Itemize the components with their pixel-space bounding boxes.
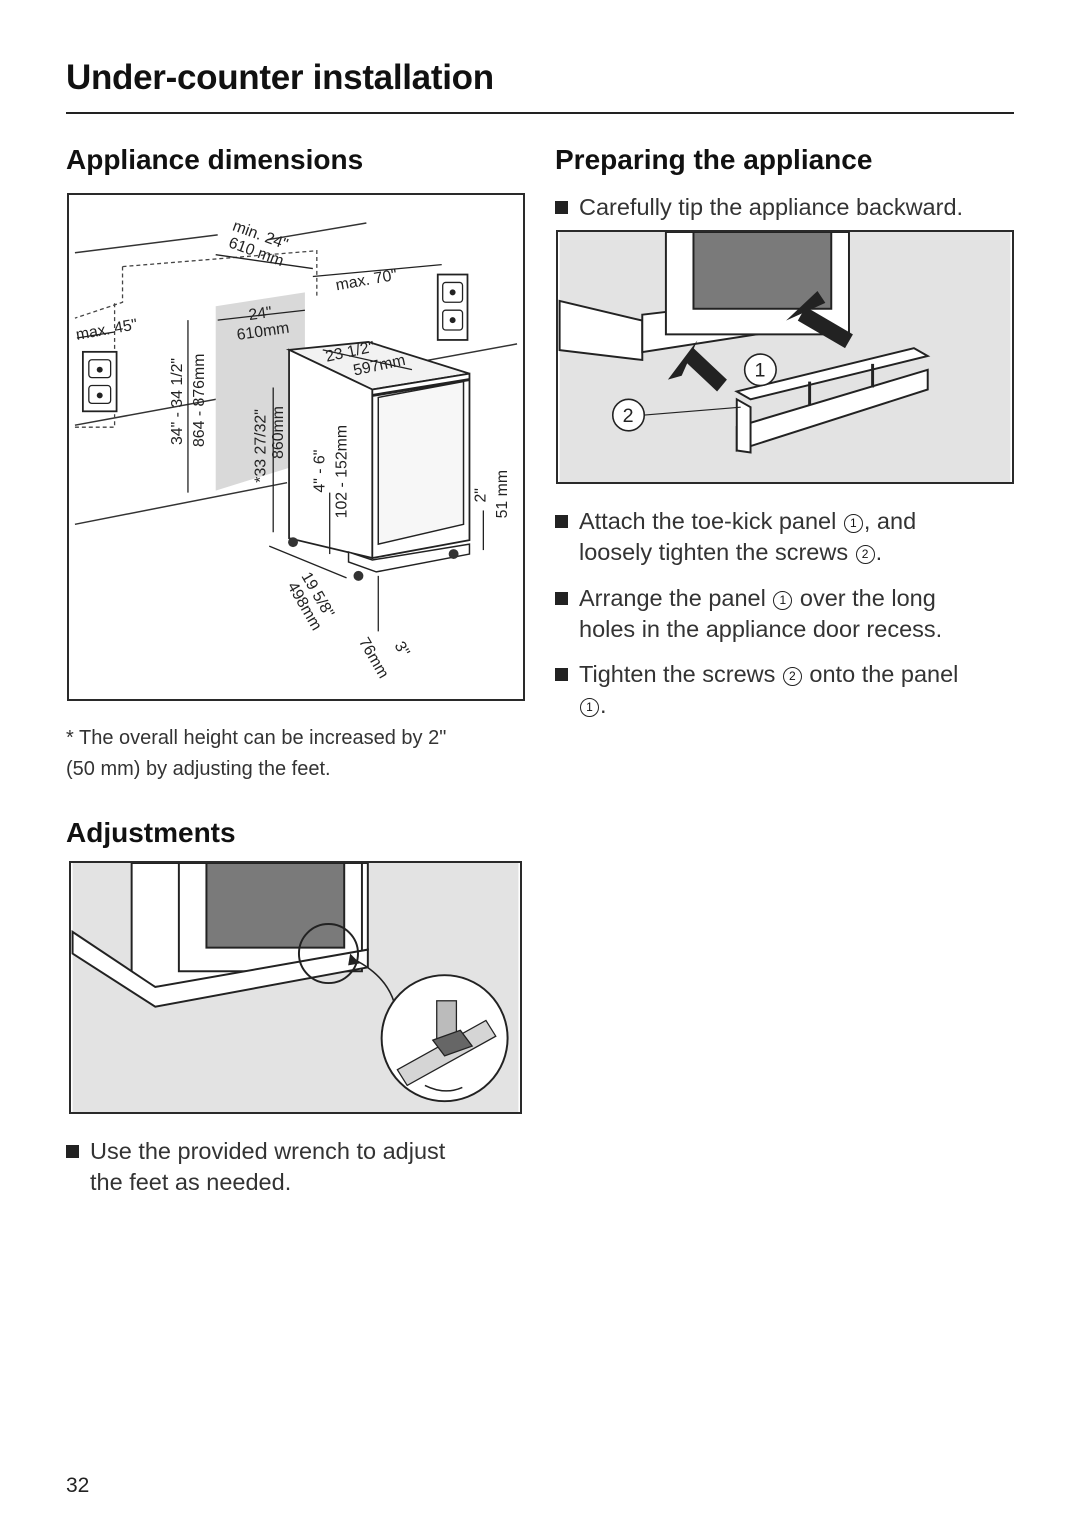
- kick-mm-label: 76mm: [355, 635, 392, 682]
- page-title: Under-counter installation: [66, 58, 494, 97]
- feet-in-label: 2": [472, 488, 489, 502]
- plinth-mm-label: 102 - 152mm: [334, 425, 351, 518]
- feet-mm-label: 51 mm: [494, 470, 511, 518]
- height-footnote: * The overall height can be increased by…: [66, 727, 447, 780]
- preparing-heading: Preparing the appliance: [555, 144, 873, 175]
- page-number: 32: [66, 1474, 90, 1497]
- wall-outlet-left-icon: [81, 350, 118, 413]
- callout-1-icon: 1: [843, 514, 863, 533]
- bullet-square-icon: [555, 592, 568, 605]
- adjustments-figure: [69, 861, 522, 1114]
- max-right-label: max. 70": [334, 267, 398, 295]
- appliance-dimensions-heading: Appliance dimensions: [66, 144, 364, 175]
- prepare-step-4: Tighten the screws 2 onto the panel 1.: [555, 659, 1049, 721]
- dimensions-figure: min. 24" 610 mm max. 70" max. 45" 34" - …: [67, 193, 525, 701]
- bullet-square-icon: [555, 201, 568, 214]
- prepare-step-3: Arrange the panel 1 over the long holes …: [555, 583, 1049, 645]
- kick-in-label: 3": [391, 639, 413, 660]
- callout-2-label: 2: [623, 405, 634, 427]
- height-mm-label: 860mm: [270, 406, 287, 459]
- callout-2-icon: 2: [855, 545, 875, 564]
- prepare-step-2: Attach the toe-kick panel 1, and loosely…: [555, 506, 1049, 568]
- max-left-label: max. 45": [75, 316, 139, 344]
- bullet-square-icon: [555, 515, 568, 528]
- adjustments-heading: Adjustments: [66, 817, 236, 848]
- callout-1-icon: 1: [580, 698, 599, 717]
- title-divider: [66, 112, 1014, 114]
- dimensions-drawing: min. 24" 610 mm max. 70" max. 45" 34" - …: [75, 218, 518, 682]
- bullet-square-icon: [66, 1145, 79, 1158]
- callout-2-icon: 2: [782, 667, 802, 686]
- callout-1-label: 1: [754, 360, 765, 382]
- wall-outlet-right-icon: [436, 273, 469, 341]
- adjustments-drawing: [71, 863, 519, 1112]
- niche-height-mm-label: 864 - 876mm: [191, 354, 208, 447]
- bullet-square-icon: [555, 668, 568, 681]
- adjust-step: Use the provided wrench to adjust the fe…: [66, 1136, 530, 1198]
- height-in-label: *33 27/32": [252, 409, 269, 483]
- plinth-in-label: 4" - 6": [312, 450, 329, 493]
- toe-kick-drawing: 1 2: [558, 232, 1011, 482]
- depth-in-label: 24": [248, 304, 273, 324]
- callout-1-icon: 1: [773, 591, 793, 610]
- niche-height-in-label: 34" - 34 1/2": [169, 358, 186, 445]
- toe-kick-figure: 1 2: [556, 230, 1014, 484]
- appliance-body-drawing: [285, 341, 471, 581]
- prepare-step-1: Carefully tip the appliance backward.: [555, 192, 1049, 223]
